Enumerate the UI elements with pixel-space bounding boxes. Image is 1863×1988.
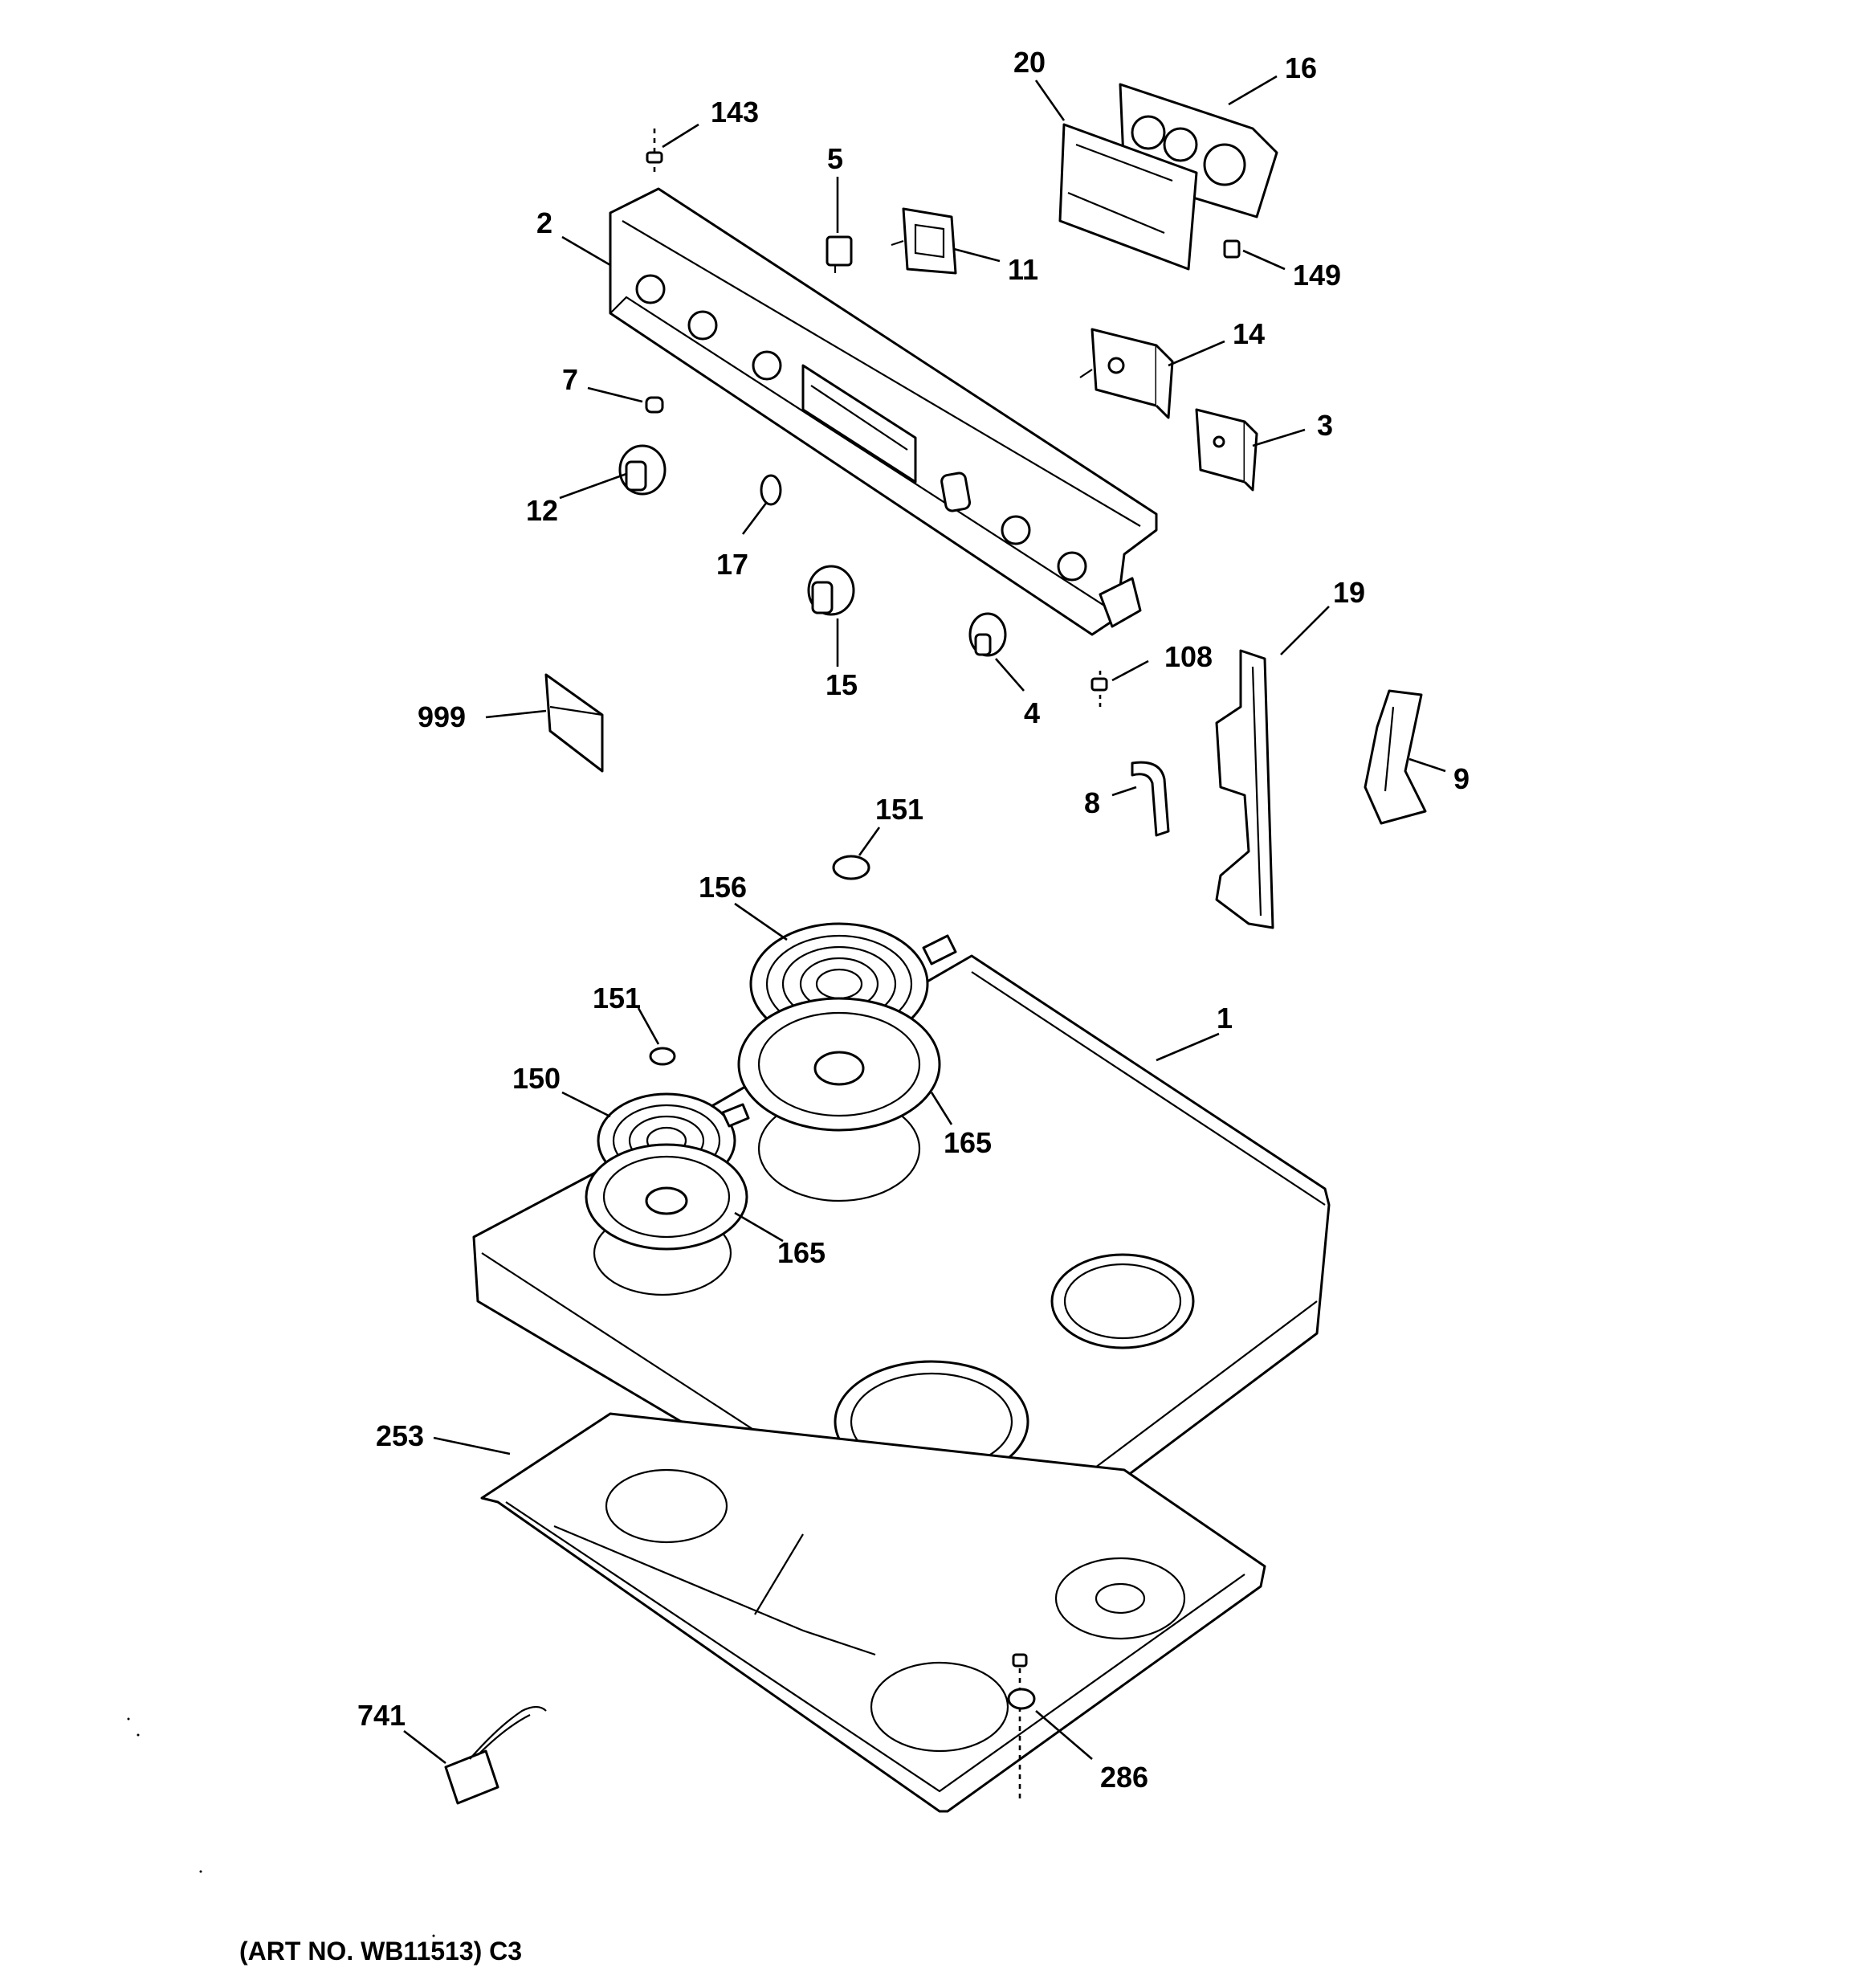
bracket-19[interactable] (1215, 649, 1274, 929)
callout-2: 2 (536, 206, 552, 239)
switch-5[interactable] (826, 235, 853, 273)
callout-286: 286 (1100, 1761, 1148, 1794)
backsplash-panel[interactable] (609, 187, 1158, 636)
infinite-switch-11[interactable] (891, 207, 957, 275)
callout-labels: 143 5 20 16 2 11 149 14 7 3 12 17 15 4 1… (357, 46, 1470, 1794)
callout-14: 14 (1233, 317, 1265, 350)
switch-3[interactable] (1195, 408, 1258, 492)
drip-pan-165-large[interactable] (737, 997, 941, 1132)
callout-741: 741 (357, 1699, 406, 1732)
callout-8: 8 (1084, 786, 1100, 819)
callout-165-upper: 165 (944, 1126, 992, 1159)
callout-11: 11 (1008, 253, 1038, 286)
hinge-9[interactable] (1364, 689, 1427, 825)
trim-ring-151-upper[interactable] (832, 855, 870, 880)
callout-3: 3 (1317, 409, 1333, 442)
callout-149: 149 (1293, 259, 1341, 292)
nut-108[interactable] (1090, 671, 1108, 711)
scan-speckles (127, 1717, 435, 1937)
knob-12[interactable] (618, 444, 667, 496)
knob-insert-7[interactable] (645, 396, 664, 414)
clip-149[interactable] (1223, 239, 1241, 259)
callout-156: 156 (699, 871, 747, 904)
callout-16: 16 (1285, 51, 1317, 84)
callout-143: 143 (711, 96, 759, 129)
callout-17: 17 (716, 548, 748, 581)
callout-108: 108 (1164, 640, 1213, 673)
burner-box-253[interactable] (480, 1412, 1266, 1813)
leader-lines (403, 75, 1446, 1765)
knob-4[interactable] (968, 612, 1007, 657)
callout-150: 150 (512, 1062, 561, 1095)
callout-253: 253 (376, 1419, 424, 1452)
callout-7: 7 (562, 363, 578, 396)
callout-999: 999 (418, 700, 466, 733)
relay-14[interactable] (1079, 328, 1174, 419)
callout-12: 12 (526, 494, 558, 527)
callout-4: 4 (1024, 696, 1040, 729)
callout-165-lower: 165 (777, 1236, 826, 1269)
callout-151-lower: 151 (593, 982, 641, 1014)
callout-1: 1 (1217, 1002, 1233, 1035)
callout-19: 19 (1333, 576, 1365, 609)
callout-151-upper: 151 (875, 793, 923, 826)
trim-ring-151-lower[interactable] (649, 1047, 676, 1066)
terminal-block-741[interactable] (444, 1705, 547, 1805)
callout-15: 15 (826, 668, 858, 701)
callout-5: 5 (827, 142, 843, 175)
screw-143[interactable] (646, 129, 663, 173)
callout-20: 20 (1013, 46, 1046, 79)
drip-pan-165-small[interactable] (585, 1143, 748, 1251)
art-number: (ART NO. WB11513) C3 (239, 1937, 522, 1966)
clock-glass-20[interactable] (1058, 123, 1198, 271)
literature-999[interactable] (544, 673, 604, 773)
ground-screw-286[interactable] (1007, 1653, 1036, 1799)
knob-15[interactable] (807, 565, 855, 616)
bracket-8[interactable] (1131, 761, 1170, 837)
lamp-17[interactable] (760, 474, 782, 506)
callout-9: 9 (1453, 762, 1470, 795)
